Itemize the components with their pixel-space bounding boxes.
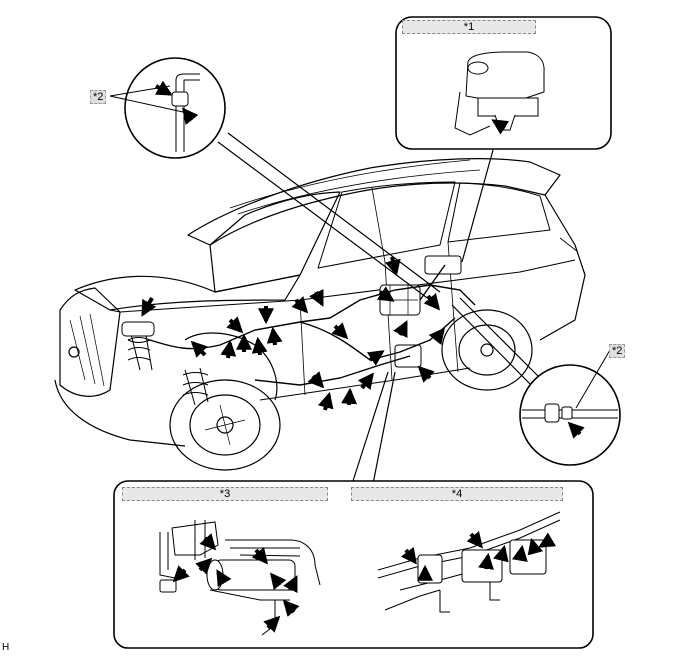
callout-circle-right bbox=[519, 349, 621, 466]
callout-4-header: *4 bbox=[351, 487, 563, 501]
callout-1-header: *1 bbox=[402, 20, 536, 34]
callout-box-1 bbox=[395, 16, 612, 150]
rear-wheel bbox=[441, 309, 533, 391]
callout-1-label: *1 bbox=[463, 21, 475, 33]
callout-2-right-label: *2 bbox=[609, 344, 626, 358]
callout-2-top-label: *2 bbox=[90, 90, 107, 104]
vehicle-pointer-arrows bbox=[141, 256, 445, 411]
callout-4-label: *4 bbox=[451, 488, 463, 500]
front-wheel bbox=[169, 379, 281, 471]
leader-lines bbox=[217, 132, 543, 485]
callout-3-label: *3 bbox=[219, 488, 231, 500]
figure-code: H bbox=[2, 642, 10, 653]
suspension-components bbox=[121, 255, 462, 406]
callout-circle-top-left bbox=[109, 57, 226, 159]
brake-line-routing bbox=[149, 264, 476, 386]
callout-3-header: *3 bbox=[122, 487, 328, 501]
detail-4-arrows bbox=[400, 531, 557, 581]
detail-3-arrows bbox=[172, 533, 300, 633]
callout-box-bottom bbox=[113, 480, 594, 649]
